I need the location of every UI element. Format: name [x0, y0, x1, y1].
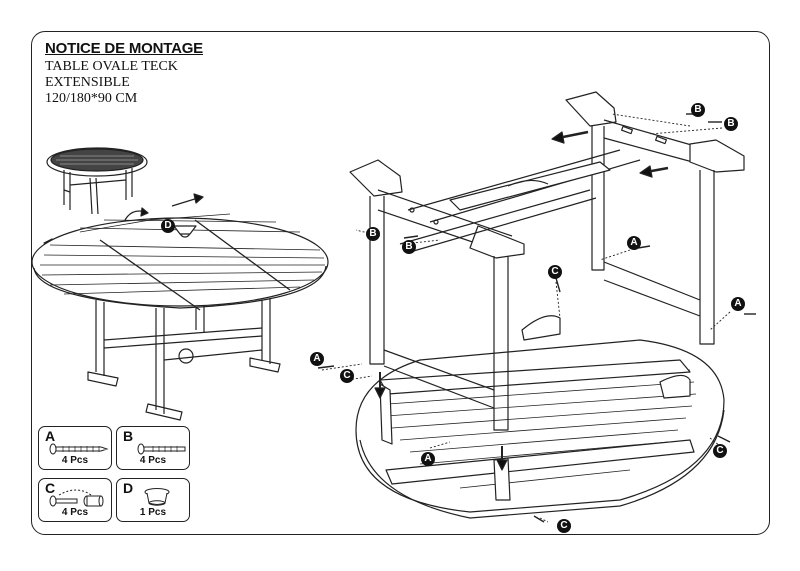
callout-c: C [713, 444, 727, 458]
callout-a: A [731, 297, 745, 311]
part-d-box: D 1 Pcs [116, 478, 190, 522]
part-c-box: C 4 Pcs [38, 478, 112, 522]
part-d-letter: D [123, 480, 134, 496]
bolt-icon [137, 443, 186, 455]
part-c-letter: C [45, 480, 56, 496]
cap-icon [144, 488, 170, 506]
exploded-frame-drawing [349, 91, 745, 519]
part-b-letter: B [123, 428, 134, 444]
callout-b: B [691, 103, 705, 117]
bolt-nut-icon [49, 489, 104, 507]
closed-table-thumbnail [46, 147, 148, 215]
callout-a: A [421, 452, 435, 466]
part-b-box: B 4 Pcs [116, 426, 190, 470]
open-table-drawing [31, 213, 329, 421]
callout-d: D [161, 219, 175, 233]
part-a-box: A 4 Pcs [38, 426, 112, 470]
part-a-qty: 4 Pcs [61, 455, 89, 466]
product-type: EXTENSIBLE [45, 75, 130, 90]
callout-a: A [627, 236, 641, 250]
callout-c: C [557, 519, 571, 533]
screw-icon [49, 443, 109, 455]
product-dimensions: 120/180*90 CM [45, 91, 138, 106]
product-name: TABLE OVALE TECK [45, 59, 178, 74]
part-a-letter: A [45, 428, 56, 444]
part-d-qty: 1 Pcs [139, 507, 167, 518]
part-c-qty: 4 Pcs [61, 507, 89, 518]
callout-b: B [724, 117, 738, 131]
callout-b: B [366, 227, 380, 241]
callout-a: A [310, 352, 324, 366]
callout-b: B [402, 240, 416, 254]
callout-c: C [340, 369, 354, 383]
callout-c: C [548, 265, 562, 279]
page-title: NOTICE DE MONTAGE [45, 40, 203, 57]
part-b-qty: 4 Pcs [139, 455, 167, 466]
page-frame [31, 31, 770, 535]
